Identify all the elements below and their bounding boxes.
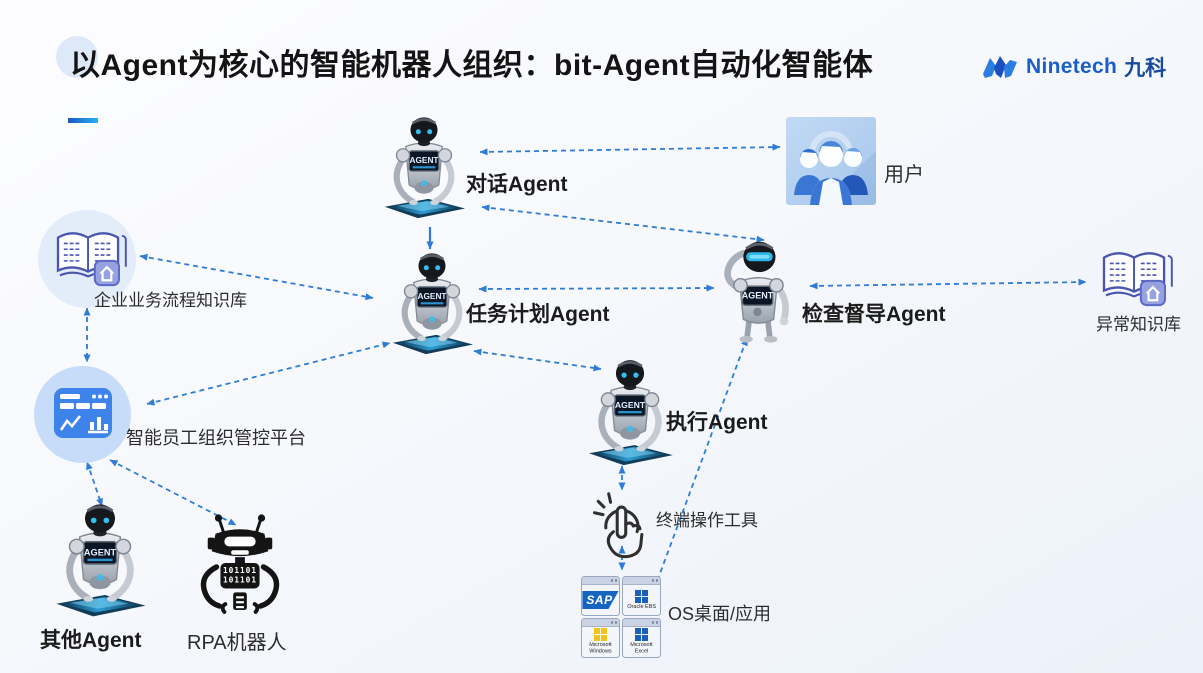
robot-chest-label: AGENT — [84, 547, 117, 557]
windows-logo — [635, 628, 648, 642]
os-apps-grid: SAP Oracle EBS Microsoft Windows Microso… — [581, 576, 661, 658]
dialog-agent-label: 对话Agent — [466, 173, 568, 196]
rpa-robot-icon: 101101 101101 — [196, 510, 284, 623]
os-app-titlebar — [623, 619, 660, 627]
robot-chest-label: AGENT — [742, 291, 774, 301]
os-app-titlebar — [582, 619, 619, 627]
edge-platform-other — [86, 461, 103, 507]
os-app-titlebar — [582, 577, 619, 585]
os-app-oracle-ebs: Oracle EBS — [622, 576, 661, 616]
sap-logo: SAP — [582, 591, 619, 609]
biz-kb-book-icon — [50, 226, 128, 293]
planner-agent-label: 任务计划Agent — [466, 303, 610, 326]
os-app-titlebar — [623, 577, 660, 585]
os-app-sap: SAP — [581, 576, 620, 616]
edge-planner-inspector — [478, 284, 715, 293]
robot-chest-screen — [416, 286, 448, 308]
edge-platform-planner — [146, 341, 391, 406]
os-desktop-label: OS桌面/应用 — [668, 604, 772, 624]
os-app-name: Microsoft Excel — [630, 642, 653, 655]
os-app-name: Oracle EBS — [627, 603, 656, 610]
exception-kb-label: 异常知识库 — [1096, 315, 1181, 334]
exception-kb-book-icon — [1096, 246, 1174, 313]
biz-kb-label: 企业业务流程知识库 — [94, 291, 247, 310]
edge-dialog-inspector — [481, 204, 765, 243]
inspector-agent-robot: AGENT — [713, 238, 803, 344]
robot-chest-label: AGENT — [615, 400, 646, 410]
os-app-microsoft-excel: Microsoft Excel — [622, 618, 661, 658]
user-label: 用户 — [884, 164, 924, 186]
terminal-tool-click-icon — [592, 490, 650, 567]
page-title: 以Agent为核心的智能机器人组织：bit-Agent自动化智能体 — [70, 49, 874, 82]
dialog-agent-robot: AGENT — [376, 112, 472, 230]
terminal-tool-label: 终端操作工具 — [656, 511, 758, 530]
robot-head — [84, 504, 116, 533]
brand-name: Ninetech — [1026, 55, 1118, 78]
ninetech-logo-icon — [983, 56, 1017, 78]
os-app-microsoft-windows: Microsoft Windows — [581, 618, 620, 658]
robot-head — [410, 117, 438, 143]
windows-logo-yellow — [594, 628, 607, 642]
inspector-agent-label: 检查督导Agent — [802, 303, 946, 326]
windows-logo — [635, 589, 648, 603]
platform-dashboard-icon — [54, 388, 112, 445]
other-agent-label: 其他Agent — [40, 629, 142, 652]
robot-chest-screen — [741, 285, 774, 306]
user-icon — [786, 117, 876, 205]
title-underline — [68, 118, 98, 123]
other-agent-robot: AGENT — [44, 502, 156, 626]
brand-logo: Ninetech 九科 — [981, 52, 1166, 82]
svg-text:101101: 101101 — [223, 576, 257, 585]
robot-chest-screen — [82, 540, 118, 565]
brand-name-cn: 九科 — [1124, 57, 1167, 80]
executor-agent-robot: AGENT — [580, 356, 680, 476]
robot-chest-label: AGENT — [418, 291, 447, 301]
svg-text:101101: 101101 — [223, 566, 257, 575]
planner-agent-robot: AGENT — [384, 248, 480, 366]
title-decoration — [56, 36, 98, 78]
executor-agent-label: 执行Agent — [666, 411, 768, 434]
robot-chest-label: AGENT — [410, 155, 439, 165]
edge-dialog-user — [479, 143, 781, 156]
robot-chest-screen — [408, 150, 440, 172]
rpa-label: RPA机器人 — [187, 632, 287, 654]
robot-head — [615, 360, 645, 387]
robot-head — [418, 253, 446, 279]
os-app-name: Microsoft Windows — [589, 642, 612, 655]
platform-label: 智能员工组织管控平台 — [126, 428, 306, 448]
edge-inspector-exceptionkb — [809, 278, 1087, 290]
robot-chest-screen — [613, 394, 647, 417]
